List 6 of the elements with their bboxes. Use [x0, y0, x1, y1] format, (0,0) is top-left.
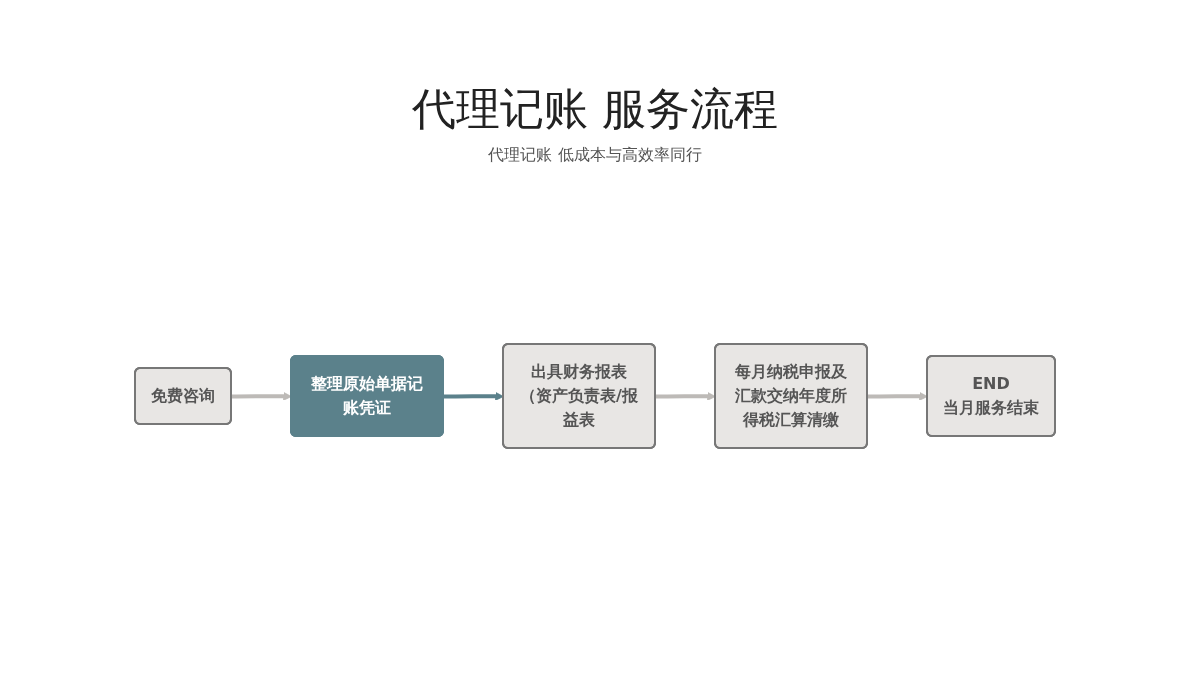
arrow [443, 391, 504, 401]
arrow [231, 391, 292, 401]
arrow [655, 391, 716, 401]
arrow [867, 391, 928, 401]
title: 代理记账 服务流程 [411, 82, 779, 136]
subtitle: 代理记账 低成本与高效率同行 [487, 145, 703, 166]
